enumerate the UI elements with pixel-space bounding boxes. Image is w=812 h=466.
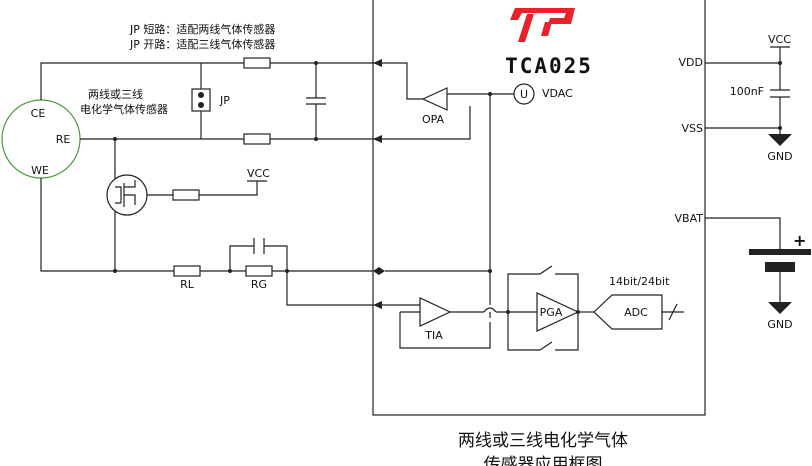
pga-amplifier <box>536 292 580 332</box>
re-resistor <box>243 133 271 145</box>
vdac-label: VDAC <box>542 87 573 100</box>
jp-label: JP <box>219 94 230 107</box>
pga-label: PGA <box>540 306 563 319</box>
opa-amplifier <box>421 87 448 111</box>
vcc-left-label: VCC <box>247 167 270 180</box>
we-wire <box>40 178 373 272</box>
sensor-caption-2: 电化学气体传感器 <box>80 102 168 116</box>
chip-name: TCA025 <box>505 54 593 78</box>
rl-resistor <box>173 265 201 277</box>
tia-input-arrow-icon <box>373 301 382 309</box>
sensor-caption-1: 两线或三线 <box>88 87 143 101</box>
tia-label: TIA <box>424 329 443 342</box>
note-jp-open: JP 开路：适配三线气体传感器 <box>129 37 275 51</box>
gnd-label-1: GND <box>767 150 792 163</box>
sensor-re-label: RE <box>56 133 71 146</box>
vdac-source <box>513 83 535 105</box>
rg-capacitor <box>229 238 288 271</box>
vbat-label: VBAT <box>675 212 704 225</box>
ce-resistor <box>243 57 271 69</box>
rg-resistor <box>245 265 273 277</box>
ground-icon <box>768 134 792 146</box>
chip-outline <box>372 0 706 416</box>
cap-100nf-label: 100nF <box>730 85 764 98</box>
jp-jumper <box>191 88 211 112</box>
vdd-label: VDD <box>679 56 703 69</box>
adc-label: ADC <box>624 306 648 319</box>
rg-label: RG <box>251 278 267 291</box>
filter-capacitor <box>306 63 326 139</box>
tca-logo-icon <box>510 8 575 42</box>
sensor-ce-label: CE <box>31 107 46 120</box>
opa-label: OPA <box>422 113 445 126</box>
battery-icon <box>749 249 811 255</box>
tia-amplifier <box>419 297 452 327</box>
rl-label: RL <box>180 278 195 291</box>
decoupling-capacitor <box>770 63 790 128</box>
sensor-we-label: WE <box>31 164 49 177</box>
gate-resistor <box>172 189 200 201</box>
adc-bits-label: 14bit/24bit <box>609 275 670 288</box>
we-node-icon <box>373 267 385 275</box>
gnd-label-2: GND <box>767 318 792 331</box>
figure-caption-2: 传感器应用框图 <box>484 455 603 466</box>
vss-label: VSS <box>682 122 704 135</box>
ground-icon-2 <box>768 302 792 314</box>
figure-caption-1: 两线或三线电化学气体 <box>458 431 628 451</box>
battery-plus-label: + <box>793 231 806 250</box>
adc-bus <box>662 303 684 321</box>
vcc-right-label: VCC <box>768 33 791 46</box>
vdac-u-label: U <box>520 88 528 101</box>
note-jp-short: JP 短路：适配两线气体传感器 <box>129 22 275 36</box>
